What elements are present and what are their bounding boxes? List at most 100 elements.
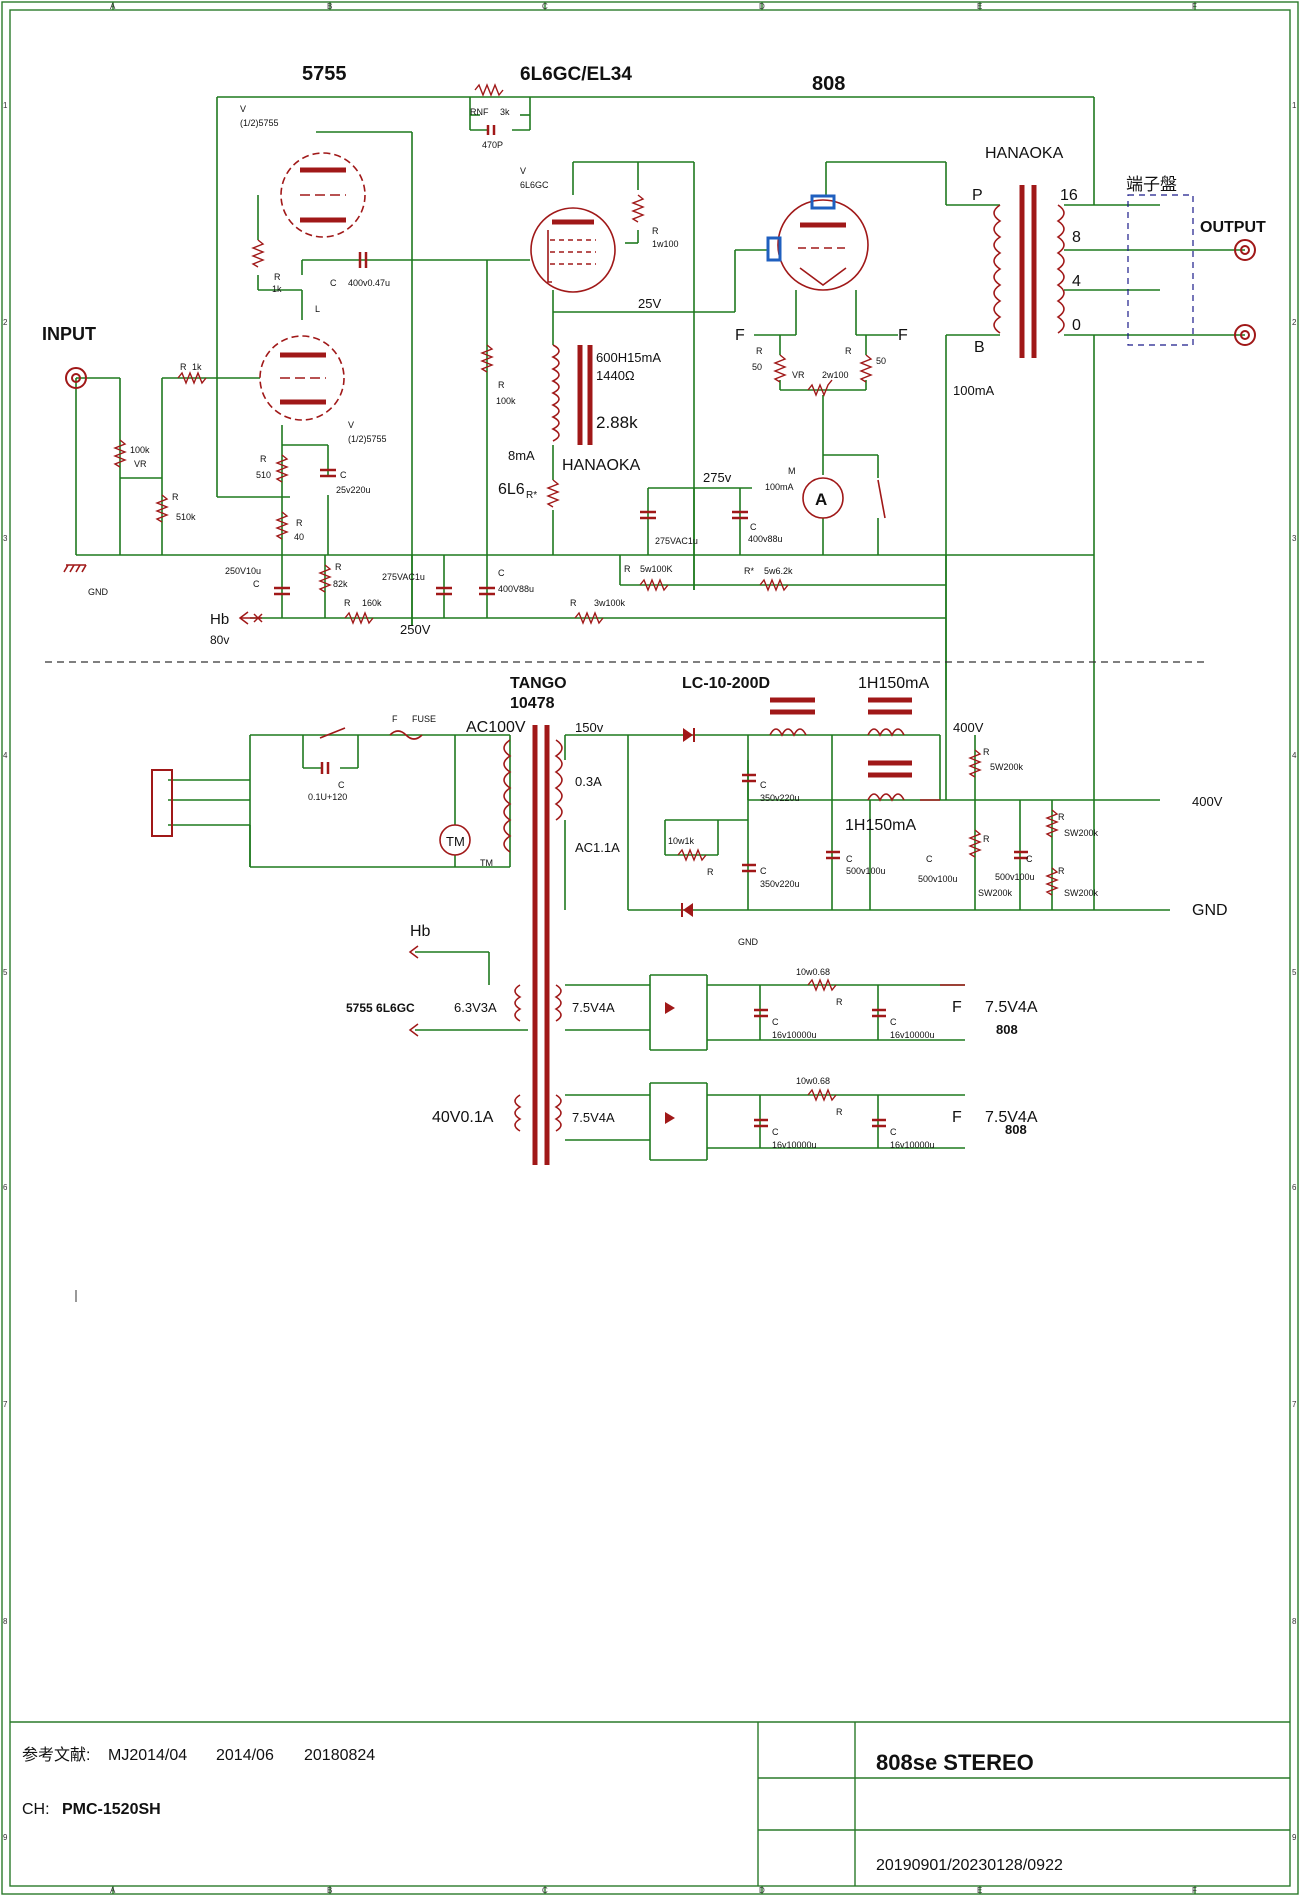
v400-out: 400V: [1192, 794, 1223, 809]
part-val: 3w100k: [594, 598, 626, 608]
current-100ma: 100mA: [953, 383, 995, 398]
tap-8: 8: [1072, 229, 1081, 246]
r10w1k: 10w1k: [668, 836, 695, 846]
r10w068a: 10w0.68: [796, 967, 830, 977]
hb-arrow-icon: [238, 611, 263, 625]
row-label: 2: [1292, 318, 1297, 327]
tap-p: P: [972, 187, 983, 204]
tube-6l6gc-icon: [530, 207, 616, 293]
part-r: R: [498, 380, 505, 390]
choke-1h150-top-icon: [867, 697, 912, 737]
diode-symbols: [665, 728, 695, 1124]
r200kc-val: SW200k: [1064, 828, 1099, 838]
part-val: 275VAC1u: [655, 536, 698, 546]
part-val: 400v88u: [748, 534, 783, 544]
tm-in-circle: TM: [446, 834, 465, 849]
row-label: 9: [3, 1833, 8, 1842]
part-r: R: [570, 598, 577, 608]
output-jack-hot-icon: [1234, 239, 1256, 261]
c16a-val: 16v10000u: [772, 1030, 817, 1040]
r200kd: R: [1058, 866, 1065, 876]
l6-r-label: 6L6: [498, 481, 525, 498]
c16c: C: [772, 1127, 779, 1137]
sec-75b: 7.5V4A: [572, 1110, 615, 1125]
pri-40v: 40V0.1A: [432, 1109, 494, 1126]
r200ka: R: [983, 747, 990, 757]
ref-1: MJ2014/04: [108, 1747, 187, 1764]
ref-2: 2014/06: [216, 1747, 274, 1764]
part-vr: VR: [134, 459, 147, 469]
volt-275v: 275v: [703, 470, 732, 485]
c500c-val: 500v100u: [995, 872, 1035, 882]
ch-value: PMC-1520SH: [62, 1801, 161, 1818]
hb-volt: 80v: [210, 633, 229, 647]
tube-5755-lower-icon: [259, 335, 345, 421]
tango-model: 10478: [510, 695, 555, 712]
c16d-val: 16v10000u: [890, 1140, 935, 1150]
tm-label: TM: [480, 858, 493, 868]
part-l: L: [315, 304, 320, 314]
lc-label: LC-10-200D: [682, 675, 770, 692]
part-val: 510: [256, 470, 271, 480]
col-label: D: [759, 1886, 765, 1895]
v1b-letter: V: [348, 420, 354, 430]
part-val: 1w100: [652, 239, 679, 249]
part-r: R: [180, 362, 187, 372]
c500a: C: [846, 854, 853, 864]
tap-b: B: [974, 339, 985, 356]
out-808b: 808: [1005, 1122, 1027, 1137]
power-switch-icon: [319, 727, 346, 739]
row-label: 4: [1292, 751, 1297, 760]
part-c: C: [750, 522, 757, 532]
part-r: R: [624, 564, 631, 574]
ac100-label: AC100V: [466, 719, 526, 736]
choke-spec: 600H15mA: [596, 350, 661, 365]
row-label: 1: [1292, 101, 1297, 110]
col-label: B: [327, 2, 332, 11]
part-r: R: [335, 562, 342, 572]
row-label: 6: [1292, 1183, 1297, 1192]
current-8ma: 8mA: [508, 448, 535, 463]
part-val: 5w100K: [640, 564, 673, 574]
rnf-label: RNF: [470, 107, 489, 117]
column-markers: A B C D E F A B C D E F: [110, 2, 1197, 1895]
v1-ref: (1/2)5755: [240, 118, 279, 128]
col-label: A: [110, 1886, 116, 1895]
v400-label: 400V: [953, 720, 984, 735]
tube-5755-upper-icon: [280, 152, 366, 238]
fil-f2: F: [898, 327, 908, 344]
hanaoka-choke-label: HANAOKA: [562, 457, 641, 474]
col-label: E: [977, 1886, 982, 1895]
row-label: 4: [3, 751, 8, 760]
part-r: R*: [744, 566, 754, 576]
row-label: 5: [3, 968, 8, 977]
heater-63: 6.3V3A: [454, 1000, 497, 1015]
psu-hb: Hb: [410, 923, 431, 940]
out-75b: 7.5V4A: [985, 1109, 1038, 1126]
gnd-psu: GND: [738, 937, 759, 947]
inner-frame: [9, 9, 1291, 1887]
c500c: C: [1026, 854, 1033, 864]
rnf-val: 3k: [500, 107, 510, 117]
row-label: 7: [3, 1400, 8, 1409]
ammeter-letter: A: [815, 490, 827, 509]
c16a: C: [772, 1017, 779, 1027]
part-labels: R 1k 100k VR R 510k R 1k L C 400v0.47u R…: [130, 226, 886, 608]
ac11: AC1.1A: [575, 840, 620, 855]
part-r: R: [344, 598, 351, 608]
col-label: F: [1192, 2, 1197, 11]
snub-c: C: [338, 780, 345, 790]
meter-m: M: [788, 466, 796, 476]
mains-connector: [151, 769, 173, 837]
col-label: C: [542, 1886, 548, 1895]
part-r: R: [172, 492, 179, 502]
plate-choke-icon: [551, 344, 593, 445]
col-label: D: [759, 2, 765, 11]
part-c: C: [340, 470, 347, 480]
thermal-motor-icon: [439, 824, 471, 856]
v1b-ref: (1/2)5755: [348, 434, 387, 444]
ch-label: CH:: [22, 1801, 50, 1818]
choke-1h150-bottom-icon: [867, 760, 912, 802]
lc-choke-icon: [769, 697, 815, 737]
rnf-c: 470P: [482, 140, 503, 150]
